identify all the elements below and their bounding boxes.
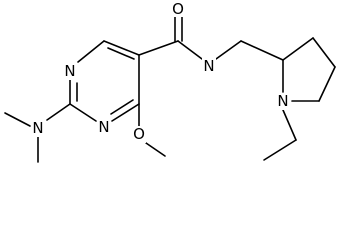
ring-nitrogen-top-atom: N <box>63 62 77 80</box>
ethyl-group <box>263 109 297 161</box>
dimethylamino-nitrogen-atom: N <box>31 119 45 137</box>
methoxy-oxygen-label: O <box>133 125 145 143</box>
pyrrolidine-ring <box>282 37 336 102</box>
carboxamide-group <box>138 15 284 61</box>
bond-c2-nme2 <box>46 103 71 121</box>
pyrrolidine-nitrogen-label: N <box>277 92 288 110</box>
bond-c6-c5-inner <box>107 47 135 60</box>
pyrimidine-ring <box>69 40 140 122</box>
bond-n-methyl-left <box>4 112 31 127</box>
ring-nitrogen-bottom-atom: N <box>97 118 111 136</box>
bond-c2p-c3p <box>282 37 314 61</box>
carbonyl-oxygen-atom: O <box>171 0 185 18</box>
bond-n3-c4-inner <box>110 99 134 115</box>
molecule-structure: O N N N N O N <box>4 0 336 163</box>
ring-nitrogen-top-label: N <box>64 62 75 80</box>
carbonyl-oxygen-label: O <box>172 0 184 18</box>
methoxy-group <box>138 103 166 157</box>
bond-ch2-ch3-ethyl <box>263 139 297 161</box>
bond-carbonyl-n <box>177 40 203 60</box>
ring-nitrogen-bottom-label: N <box>98 118 109 136</box>
dimethylamino-group <box>4 103 71 163</box>
bond-n3-c4 <box>111 103 140 122</box>
bond-o-methyl <box>145 142 166 157</box>
bond-c6-c5 <box>103 40 140 56</box>
bond-n-ch2-ethyl <box>282 109 297 141</box>
bond-c6-n1 <box>77 40 105 63</box>
pyrrolidine-nitrogen-atom: N <box>276 92 290 110</box>
bond-c4p-c5p <box>318 66 336 102</box>
bond-n-ch2 <box>215 40 242 60</box>
amide-nitrogen-label: N <box>203 57 214 75</box>
bond-c5-carbonyl <box>138 40 179 56</box>
bond-c3p-c4p <box>312 37 336 68</box>
amide-nitrogen-atom: N <box>202 57 216 75</box>
bond-ch2-pyrrolidine <box>240 40 284 61</box>
methoxy-oxygen-atom: O <box>132 125 146 143</box>
bond-c2-n3 <box>69 103 97 122</box>
dimethylamino-nitrogen-label: N <box>32 119 43 137</box>
